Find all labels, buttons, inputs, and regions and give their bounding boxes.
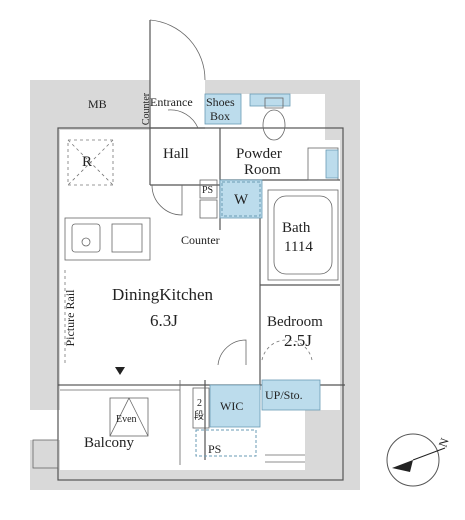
- north-label: N: [436, 436, 452, 449]
- kitchen-counter: [64, 217, 151, 261]
- washer-label: W: [234, 192, 249, 208]
- picture-rail-label: Picture Rail: [63, 289, 77, 347]
- balcony-label: Balcony: [84, 435, 134, 451]
- dining-kitchen-label: DiningKitchen: [112, 285, 214, 304]
- powder-room-label-1: Powder: [236, 146, 282, 162]
- powder-room-label-2: Room: [244, 162, 281, 178]
- bath-label-2: 1114: [284, 239, 313, 255]
- balcony-details: [32, 380, 305, 469]
- storage-top: [249, 93, 291, 107]
- shoes-box-label-1: Shoes: [206, 95, 235, 109]
- shoes-box-label-2: Box: [210, 109, 230, 123]
- ps-bottom-label: PS: [208, 442, 221, 456]
- up-sto-label: UP/Sto.: [265, 388, 303, 402]
- washer-space: [219, 179, 263, 219]
- wic-box: [192, 384, 261, 429]
- shoes-box: [204, 93, 242, 125]
- bathtub: [267, 189, 339, 281]
- counter-vertical-label: Counter: [141, 92, 152, 125]
- dining-kitchen-size: 6.3J: [150, 311, 178, 330]
- fridge-label: R: [82, 154, 92, 170]
- wic-label: WIC: [220, 399, 243, 413]
- step-label-2: 段: [194, 409, 204, 422]
- mb-label: MB: [88, 97, 107, 111]
- entrance-label: Entrance: [150, 95, 193, 109]
- counter-label: Counter: [181, 233, 220, 247]
- ps-top-lower: [199, 199, 218, 219]
- hall-door: [151, 184, 183, 216]
- even-label: Even: [116, 414, 137, 425]
- compass: [386, 433, 446, 487]
- bath-label-1: Bath: [282, 220, 311, 236]
- up-sto-box: [261, 379, 321, 411]
- ps-top-box: [199, 179, 218, 199]
- hall-label: Hall: [163, 146, 189, 162]
- window-marker: [115, 367, 125, 375]
- ps-bottom-box: [195, 429, 257, 457]
- step-label-1: 2: [197, 398, 202, 409]
- fridge-space: [67, 139, 114, 186]
- washbasin: [307, 147, 339, 181]
- bedroom-size: 2.5J: [284, 331, 312, 350]
- ps-top-label: PS: [202, 185, 213, 196]
- bedroom-label: Bedroom: [267, 314, 323, 330]
- bedroom-doors: [217, 339, 313, 366]
- toilet: [262, 97, 286, 141]
- entrance-door: [149, 19, 206, 129]
- outer-walls: [30, 80, 360, 490]
